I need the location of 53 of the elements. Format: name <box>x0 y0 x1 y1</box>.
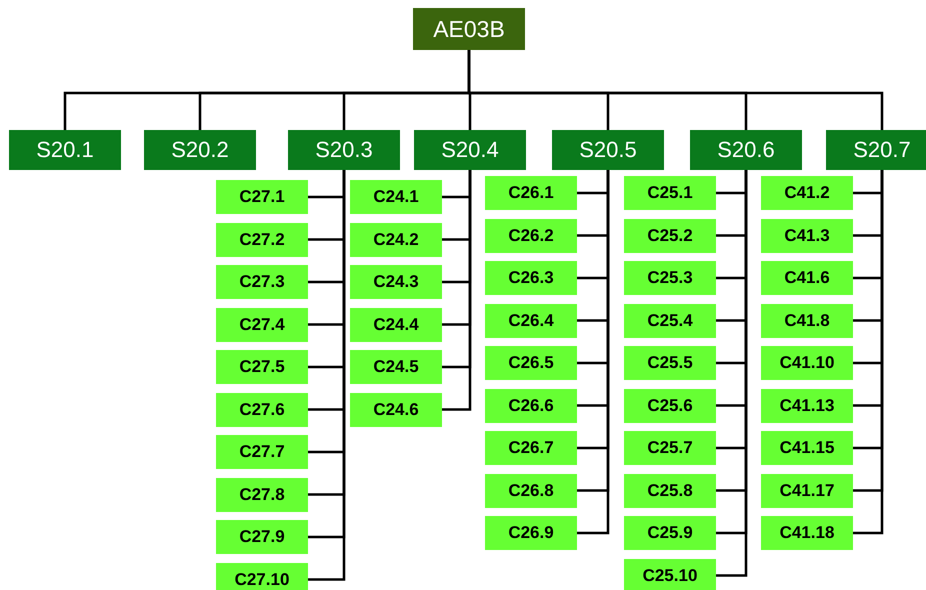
item-box: C27.10 <box>216 562 308 590</box>
item-box: C41.3 <box>761 218 853 252</box>
item-box: C26.7 <box>485 431 577 465</box>
section-box: S20.7 <box>826 130 926 170</box>
item-box: C26.3 <box>485 261 577 295</box>
item-box: C26.9 <box>485 516 577 550</box>
item-box: C26.2 <box>485 218 577 252</box>
section-box: S20.5 <box>552 130 664 170</box>
item-box: C27.9 <box>216 520 308 554</box>
item-box: C41.6 <box>761 261 853 295</box>
item-box: C27.3 <box>216 265 308 299</box>
item-box: C24.2 <box>350 222 442 256</box>
item-box: C25.1 <box>624 176 716 210</box>
item-box: C27.4 <box>216 308 308 342</box>
item-box: C25.4 <box>624 304 716 338</box>
item-box: C27.1 <box>216 180 308 214</box>
item-box: C27.5 <box>216 350 308 384</box>
connector-line <box>442 170 472 411</box>
section-box: S20.3 <box>288 130 400 170</box>
item-box: C24.5 <box>350 350 442 384</box>
item-box: C41.8 <box>761 304 853 338</box>
item-box: C41.15 <box>761 431 853 465</box>
section-box: S20.6 <box>690 130 802 170</box>
item-box: C41.2 <box>761 176 853 210</box>
item-box: C26.1 <box>485 176 577 210</box>
item-box: C27.6 <box>216 392 308 426</box>
item-box: C26.4 <box>485 304 577 338</box>
item-box: C41.10 <box>761 346 853 380</box>
item-box: C24.4 <box>350 308 442 342</box>
item-box: C25.2 <box>624 218 716 252</box>
item-box: C24.3 <box>350 265 442 299</box>
item-box: C27.7 <box>216 435 308 469</box>
item-box: C27.8 <box>216 478 308 512</box>
item-box: C26.5 <box>485 346 577 380</box>
item-box: C24.1 <box>350 180 442 214</box>
section-box: S20.4 <box>414 130 526 170</box>
item-box: C26.6 <box>485 388 577 422</box>
item-box: C41.18 <box>761 516 853 550</box>
item-box: C26.8 <box>485 474 577 508</box>
item-box: C25.6 <box>624 388 716 422</box>
section-box: S20.1 <box>9 130 121 170</box>
item-box: C25.8 <box>624 474 716 508</box>
item-box: C24.6 <box>350 392 442 426</box>
item-box: C41.17 <box>761 474 853 508</box>
item-box: C27.2 <box>216 222 308 256</box>
item-box: C25.5 <box>624 346 716 380</box>
root-box: AE03B <box>413 8 525 50</box>
section-box: S20.2 <box>144 130 256 170</box>
item-box: C25.3 <box>624 261 716 295</box>
item-box: C25.7 <box>624 431 716 465</box>
item-box: C25.9 <box>624 516 716 550</box>
item-box: C25.10 <box>624 558 716 590</box>
item-box: C41.13 <box>761 388 853 422</box>
